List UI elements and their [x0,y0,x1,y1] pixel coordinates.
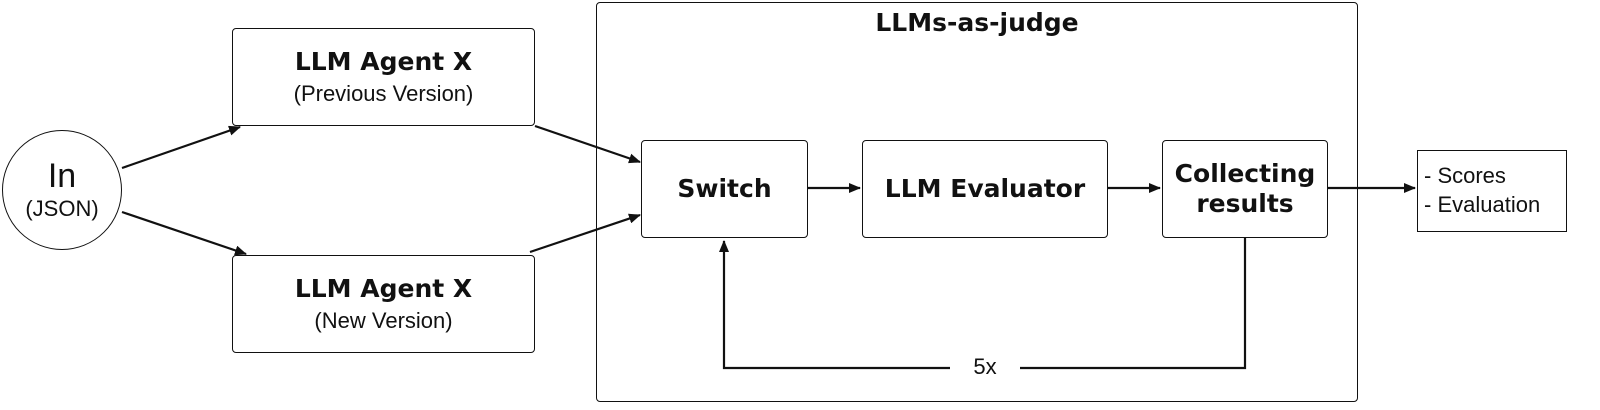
output-item-scores: - Scores [1424,163,1506,189]
switch-box: Switch [641,140,808,238]
agent-previous-title: LLM Agent X [294,46,473,76]
input-label: In [47,157,77,196]
agent-new-title: LLM Agent X [294,273,473,303]
output-box: - Scores - Evaluation [1417,150,1567,232]
output-item-evaluation: - Evaluation [1424,192,1541,217]
arrow-agent-new-to-switch [529,213,641,254]
evaluator-box: LLM Evaluator [862,140,1108,238]
agent-new-box: LLM Agent X (New Version) [232,255,535,353]
collecting-label-line2: results [1196,189,1294,218]
arrow-input-to-agent-previous [121,125,241,170]
switch-label: Switch [677,174,772,203]
judge-title: LLMs-as-judge [875,8,1079,37]
arrow-input-to-agent-new [121,210,247,256]
agent-previous-box: LLM Agent X (Previous Version) [232,28,535,126]
collecting-label-line1: Collecting [1174,159,1316,188]
loop-count-label: 5x [950,354,1020,380]
judge-container [596,2,1358,402]
agent-new-subtitle: (New Version) [314,307,453,333]
collecting-box: Collecting results [1162,140,1328,238]
arrow-agent-previous-to-switch [534,124,641,164]
input-node: In (JSON) [2,130,122,250]
agent-previous-subtitle: (Previous Version) [293,80,474,106]
evaluator-label: LLM Evaluator [884,174,1086,203]
input-sublabel: (JSON) [25,195,99,221]
